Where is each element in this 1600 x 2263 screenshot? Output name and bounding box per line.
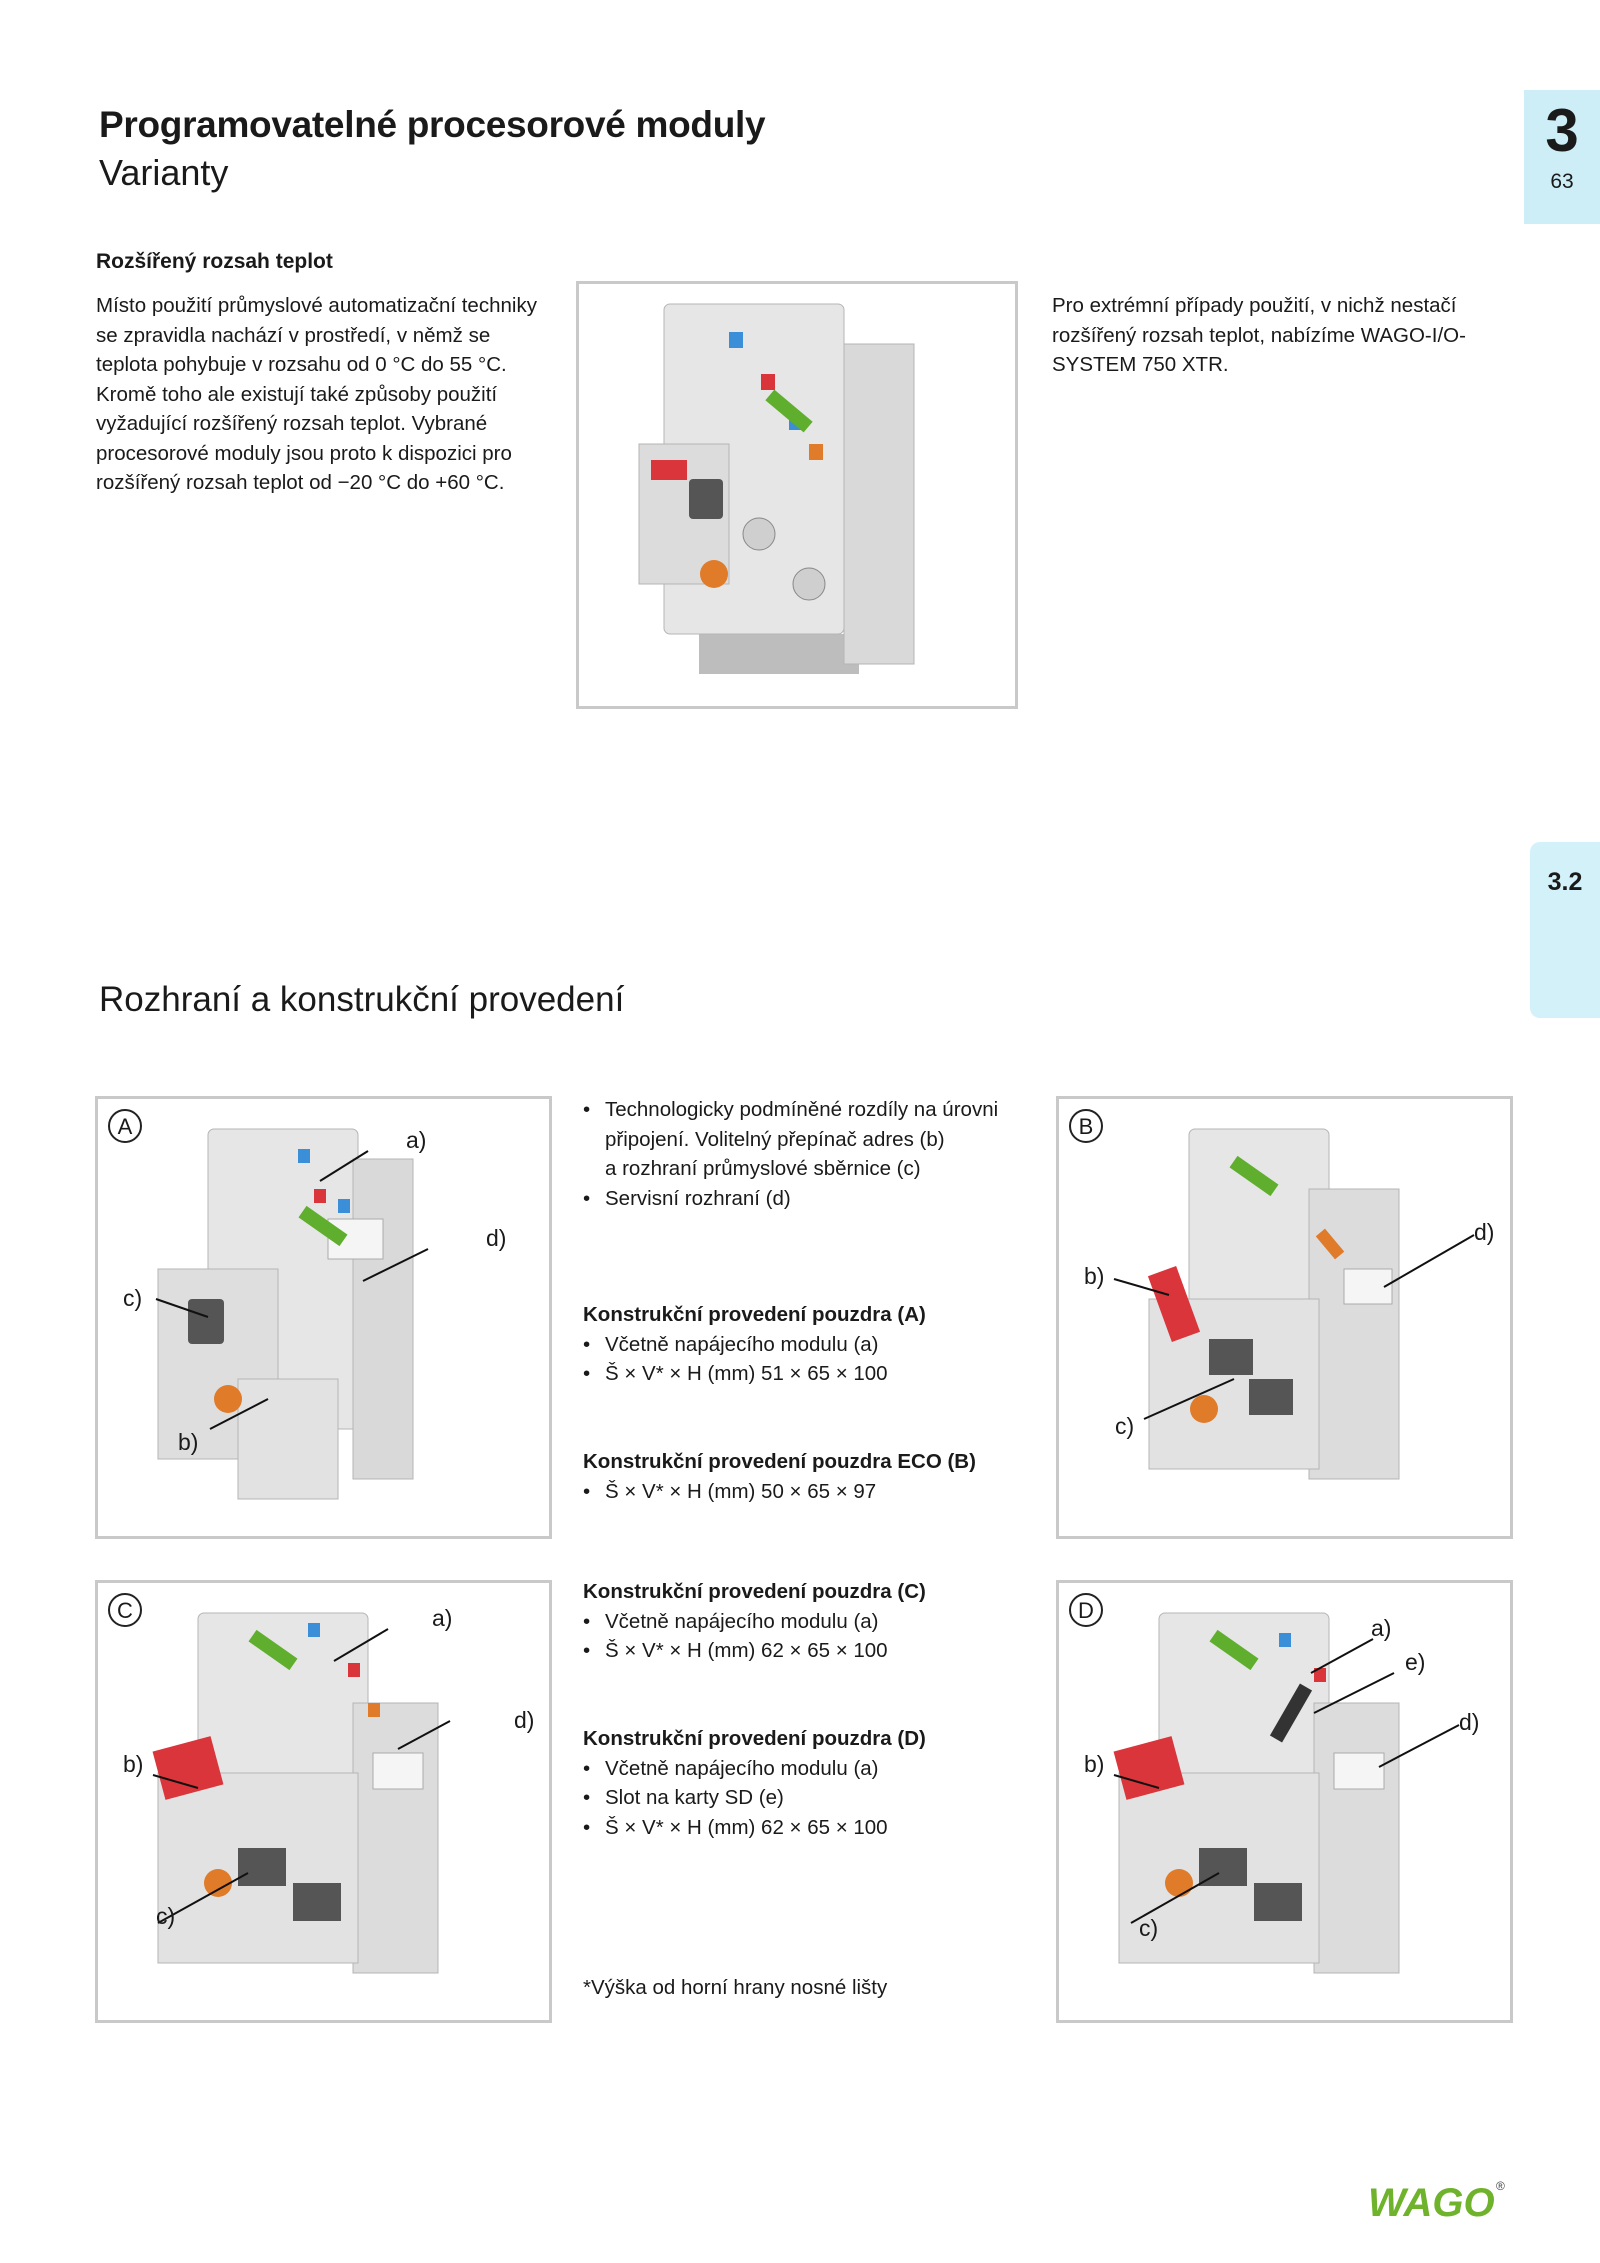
text-line: Technologicky podmíněné rozdíly na úrovn…	[605, 1098, 999, 1121]
text-line: procesorové moduly jsou proto k dispozic…	[96, 441, 512, 465]
text-line: a rozhraní průmyslové sběrnice (c)	[605, 1157, 921, 1180]
bullet-item: Servisní rozhraní (d)	[583, 1184, 1023, 1214]
figure-label: D	[1069, 1593, 1103, 1627]
housing-b-illustration	[1113, 1128, 1475, 1480]
callout-c: c)	[1115, 1413, 1135, 1439]
footnote: *Výška od horní hrany nosné lišty	[583, 1976, 888, 1999]
controller-illustration	[638, 303, 915, 674]
page-title: Programovatelné procesorové moduly	[99, 104, 766, 145]
text-line: rozšířený rozsah teplot, nabízíme WAGO-I…	[1052, 323, 1466, 347]
variant-heading: Konstrukční provedení pouzdra (A)	[583, 1303, 926, 1326]
bullet-item: Š × V* × H (mm) 62 × 65 × 100	[583, 1636, 1023, 1666]
callout-d: d)	[1474, 1219, 1495, 1245]
callout-b: b)	[123, 1751, 144, 1777]
text-line: Pro extrémní případy použití, v nichž ne…	[1052, 294, 1457, 317]
callout-b: b)	[1084, 1263, 1105, 1289]
bullet-item: Včetně napájecího modulu (a)	[583, 1330, 1023, 1360]
wago-logo-icon: WAGO ®	[1368, 2179, 1505, 2225]
chapter-tab: 3 63	[1524, 90, 1600, 224]
bullet-item: Slot na karty SD (e)	[583, 1783, 1023, 1813]
bullet-item: Š × V* × H (mm) 62 × 65 × 100	[583, 1813, 1023, 1843]
page-number: 63	[1550, 170, 1574, 193]
figure-d: D a) e) d) b) c)	[1056, 1580, 1513, 2023]
variant-d-block: Konstrukční provedení pouzdra (D) Včetně…	[583, 1724, 1023, 1842]
callout-b: b)	[178, 1429, 199, 1455]
temp-heading: Rozšířený rozsah teplot	[96, 250, 333, 273]
temp-right-paragraph: Pro extrémní případy použití, v nichž ne…	[1052, 291, 1532, 380]
variant-heading: Konstrukční provedení pouzdra ECO (B)	[583, 1450, 976, 1473]
callout-c: c)	[1139, 1915, 1159, 1941]
figure-a: A a) d) c) b)	[95, 1096, 552, 1539]
callout-e: e)	[1405, 1649, 1426, 1675]
variant-heading: Konstrukční provedení pouzdra (D)	[583, 1727, 926, 1750]
bullet-item: Včetně napájecího modulu (a)	[583, 1607, 1023, 1637]
bullet-item: Technologicky podmíněné rozdíly na úrovn…	[583, 1095, 1023, 1184]
callout-d: d)	[486, 1225, 507, 1251]
text-line: vyžadující rozšířený rozsah teplot. Vybr…	[96, 412, 488, 435]
callout-c: c)	[123, 1285, 143, 1311]
callout-b: b)	[1084, 1751, 1105, 1777]
housing-a-illustration	[155, 1128, 429, 1500]
callout-a: a)	[1371, 1615, 1392, 1641]
text-line: připojení. Volitelný přepínač adres (b)	[605, 1127, 945, 1151]
temp-left-paragraph: Místo použití průmyslové automatizační t…	[96, 291, 576, 498]
callout-d: d)	[1459, 1709, 1480, 1735]
figure-label: C	[108, 1593, 142, 1627]
callout-a: a)	[432, 1605, 453, 1631]
housing-c-illustration	[152, 1612, 451, 1974]
callout-c: c)	[156, 1903, 176, 1929]
bullet-item: Š × V* × H (mm) 50 × 65 × 97	[583, 1477, 1023, 1507]
figure-b: B d) b) c)	[1056, 1096, 1513, 1539]
section-heading: Rozhraní a konstrukční provedení	[99, 980, 625, 1019]
text-line: se zpravidla nachází v prostředí, v němž…	[96, 323, 491, 347]
variant-b-block: Konstrukční provedení pouzdra ECO (B) Š …	[583, 1447, 1023, 1506]
chapter-number: 3	[1545, 97, 1579, 164]
bullet-item: Včetně napájecího modulu (a)	[583, 1754, 1023, 1784]
xtr-product-image	[576, 281, 1018, 709]
callout-d: d)	[514, 1707, 535, 1733]
text-line: Kromě toho ale existují také způsoby pou…	[96, 382, 498, 406]
figure-label: B	[1069, 1109, 1103, 1143]
text-line: SYSTEM 750 XTR.	[1052, 353, 1229, 376]
text-line: rozšířený rozsah teplot od −20 °C do +60…	[96, 471, 505, 494]
callout-a: a)	[406, 1127, 427, 1153]
variant-a-block: Konstrukční provedení pouzdra (A) Včetně…	[583, 1300, 1023, 1389]
section-tab: 3.2	[1530, 842, 1600, 1018]
bullet-item: Š × V* × H (mm) 51 × 65 × 100	[583, 1359, 1023, 1389]
text-line: Místo použití průmyslové automatizační t…	[96, 294, 537, 317]
logo-text: WAGO	[1368, 2181, 1495, 2225]
variant-c-block: Konstrukční provedení pouzdra (C) Včetně…	[583, 1577, 1023, 1666]
registered-mark: ®	[1496, 2179, 1505, 2193]
text-line: teplota pohybuje v rozsahu od 0 °C do 55…	[96, 353, 507, 376]
figure-label: A	[108, 1109, 142, 1143]
section-number: 3.2	[1547, 868, 1583, 896]
page-subtitle: Varianty	[99, 152, 229, 193]
figure-c: C a) d) b) c)	[95, 1580, 552, 2023]
interfaces-bullets: Technologicky podmíněné rozdíly na úrovn…	[583, 1095, 1023, 1213]
variant-heading: Konstrukční provedení pouzdra (C)	[583, 1580, 926, 1603]
wago-logo: WAGO ®	[1368, 2176, 1508, 2226]
housing-d-illustration	[1113, 1612, 1460, 1974]
